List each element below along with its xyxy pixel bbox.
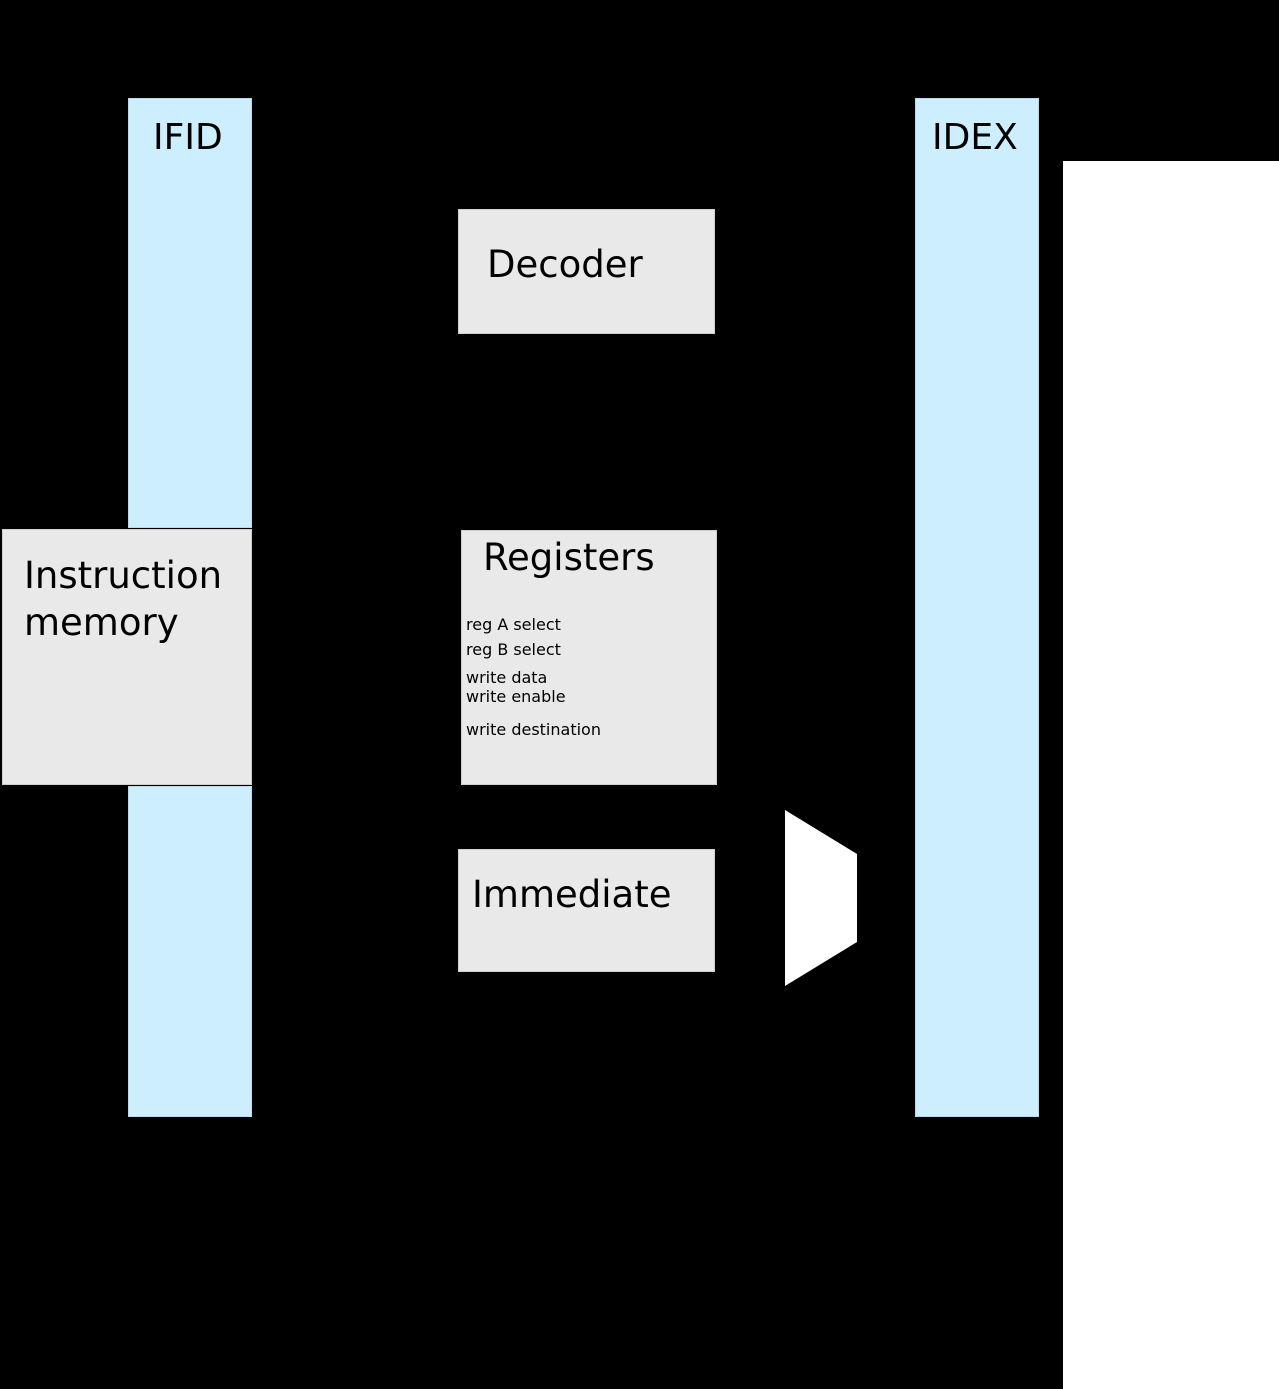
unit-immediate-title: Immediate [472, 873, 672, 916]
unit-immediate[interactable] [458, 849, 715, 972]
pipeline-register-ifid-lower[interactable] [128, 786, 252, 1117]
registers-port-reg-a-select: reg A select [466, 615, 561, 634]
pipeline-register-ifid-label: IFID [153, 117, 223, 158]
unit-decoder[interactable] [458, 209, 715, 334]
unit-decoder-title: Decoder [487, 243, 643, 286]
multiplexer[interactable] [783, 806, 861, 988]
registers-port-write-data: write data [466, 668, 548, 687]
pipeline-register-idex[interactable] [915, 98, 1039, 1117]
unit-instruction-memory-title-line2: memory [24, 601, 179, 644]
registers-port-write-enable: write enable [466, 687, 566, 706]
registers-port-reg-b-select: reg B select [466, 640, 561, 659]
pipeline-register-ifid-upper[interactable] [128, 98, 252, 528]
unit-instruction-memory[interactable] [2, 529, 252, 785]
unit-registers-title: Registers [483, 536, 655, 579]
multiplexer-shape-icon [785, 810, 857, 986]
registers-port-write-destination: write destination [466, 720, 601, 739]
pipeline-register-idex-label: IDEX [932, 117, 1018, 158]
unit-instruction-memory-title-line1: Instruction [24, 554, 223, 597]
unit-registers[interactable] [461, 530, 717, 785]
right-white-panel [1063, 161, 1279, 1389]
